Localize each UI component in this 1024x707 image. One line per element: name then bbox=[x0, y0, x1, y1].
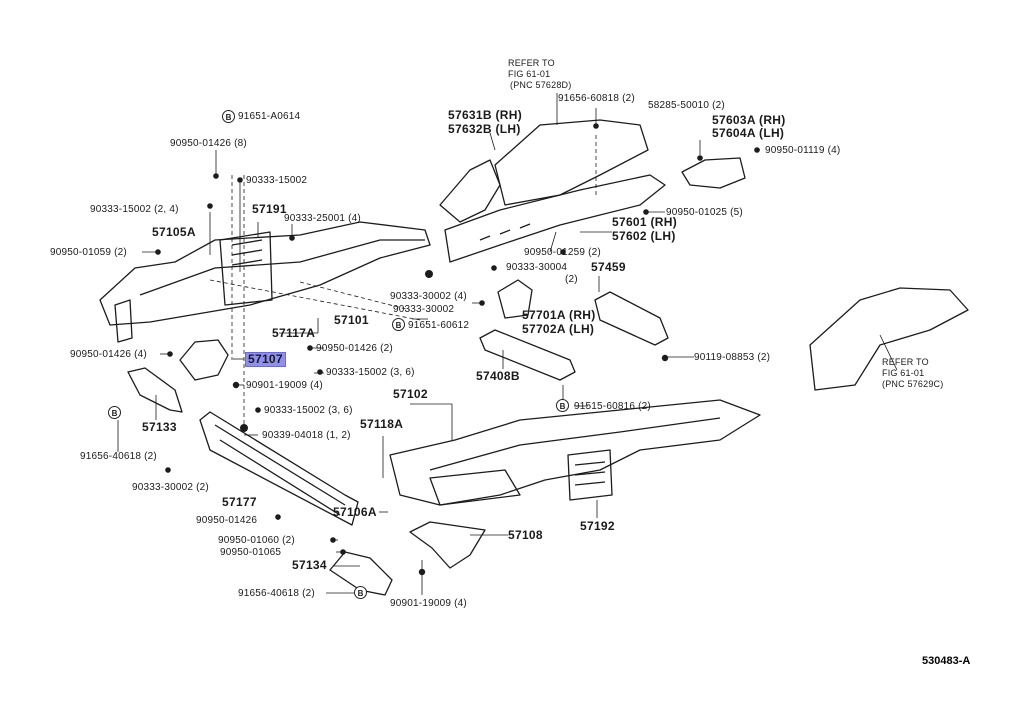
reference-note-line: (PNC 57629C) bbox=[882, 379, 944, 389]
part-label: 91651-60612 bbox=[408, 320, 470, 331]
part-label: 57133 bbox=[142, 420, 177, 434]
part-label: 90950-01025 (5) bbox=[666, 207, 743, 218]
part-label: 90333-30004 bbox=[506, 262, 568, 273]
part-label: 90333-30002 bbox=[393, 304, 455, 315]
b-callout-icon: B bbox=[556, 399, 569, 412]
part-label: 90950-01059 (2) bbox=[50, 247, 127, 258]
part-label: 90950-01065 bbox=[220, 547, 282, 558]
part-label: 90333-15002 bbox=[246, 175, 308, 186]
b-callout-icon: B bbox=[392, 318, 405, 331]
diagram-code: 530483-A bbox=[922, 655, 971, 667]
part-57629C-apron bbox=[809, 287, 969, 391]
part-label: 91515-60816 (2) bbox=[574, 401, 651, 412]
part-label: 57108 bbox=[508, 528, 543, 542]
part-label: 57177 bbox=[222, 495, 257, 509]
part-label: 90119-08853 (2) bbox=[694, 352, 771, 363]
part-label: 90950-01426 bbox=[196, 515, 258, 526]
part-57603A-bracket bbox=[681, 157, 746, 189]
part-label: 57134 bbox=[292, 558, 327, 572]
part-label: 91656-40618 (2) bbox=[238, 588, 315, 599]
part-label: 57603A (RH) bbox=[712, 113, 786, 127]
part-label: 90901-19009 (4) bbox=[390, 598, 467, 609]
part-label: 90333-25001 (4) bbox=[284, 213, 361, 224]
reference-note-line: REFER TO bbox=[508, 58, 555, 68]
part-label: 57118A bbox=[360, 417, 404, 431]
part-57106A-bracket bbox=[429, 469, 521, 506]
part-label: 57701A (RH) bbox=[522, 308, 596, 322]
reference-note-line: (PNC 57628D) bbox=[510, 80, 572, 90]
part-label: 57408B bbox=[476, 369, 520, 383]
part-label: 57702A (LH) bbox=[522, 322, 595, 336]
part-label: 57631B (RH) bbox=[448, 108, 522, 122]
part-label: 57117A bbox=[272, 326, 316, 340]
b-callout-icon: B bbox=[108, 406, 121, 419]
part-label: 57191 bbox=[252, 202, 287, 216]
part-label: 90333-30002 (4) bbox=[390, 291, 467, 302]
reference-note-line: FIG 61-01 bbox=[882, 368, 925, 378]
part-label: 91656-60818 (2) bbox=[558, 93, 635, 104]
part-label: 90333-15002 (2, 4) bbox=[90, 204, 179, 215]
part-label: 90333-30002 (2) bbox=[132, 482, 209, 493]
part-label: 57632B (LH) bbox=[448, 122, 521, 136]
part-label: 90339-04018 (1, 2) bbox=[262, 430, 351, 441]
part-label: 57106A bbox=[333, 505, 377, 519]
part-label: 57604A (LH) bbox=[712, 126, 785, 140]
part-label: 57601 (RH) bbox=[612, 215, 678, 229]
part-label: (2) bbox=[565, 274, 578, 285]
part-label: 91651-A0614 bbox=[238, 111, 301, 122]
b-callout-icon: B bbox=[222, 110, 235, 123]
part-57459-member bbox=[594, 291, 669, 346]
part-label: 57102 bbox=[393, 387, 428, 401]
part-57408B-member bbox=[479, 329, 576, 381]
part-label: 57192 bbox=[580, 519, 615, 533]
part-57102-rail bbox=[389, 399, 761, 506]
highlighted-part-label[interactable]: 57107 bbox=[245, 352, 286, 367]
part-label: 57105A bbox=[152, 225, 196, 239]
part-label: 90333-15002 (3, 6) bbox=[264, 405, 353, 416]
part-label: 90950-01060 (2) bbox=[218, 535, 295, 546]
reference-note-line: REFER TO bbox=[882, 357, 929, 367]
part-label: 90950-01426 (8) bbox=[170, 138, 247, 149]
part-57101-rail bbox=[99, 221, 431, 326]
part-label: 57602 (LH) bbox=[612, 229, 676, 243]
part-57133-bracket bbox=[127, 367, 183, 413]
part-label: 57101 bbox=[334, 313, 369, 327]
part-57628D-apron bbox=[494, 119, 649, 206]
b-callout-icon: B bbox=[354, 586, 367, 599]
part-label: 90333-15002 (3, 6) bbox=[326, 367, 415, 378]
part-label: 90950-01119 (4) bbox=[765, 145, 841, 156]
part-57108-bracket bbox=[409, 521, 486, 569]
part-57177-crossmember bbox=[199, 411, 359, 526]
part-57601-rail bbox=[444, 174, 666, 263]
part-57107-bracket bbox=[179, 339, 229, 381]
part-label: 91656-40618 (2) bbox=[80, 451, 157, 462]
part-label: 90950-01259 (2) bbox=[524, 247, 601, 258]
part-label: 57459 bbox=[591, 260, 626, 274]
part-label: 58285-50010 (2) bbox=[648, 100, 725, 111]
part-57701A-block bbox=[497, 279, 533, 319]
part-label: 90950-01426 (2) bbox=[316, 343, 393, 354]
part-label: 90950-01426 (4) bbox=[70, 349, 147, 360]
reference-note-line: FIG 61-01 bbox=[508, 69, 551, 79]
part-label: 90901-19009 (4) bbox=[246, 380, 323, 391]
